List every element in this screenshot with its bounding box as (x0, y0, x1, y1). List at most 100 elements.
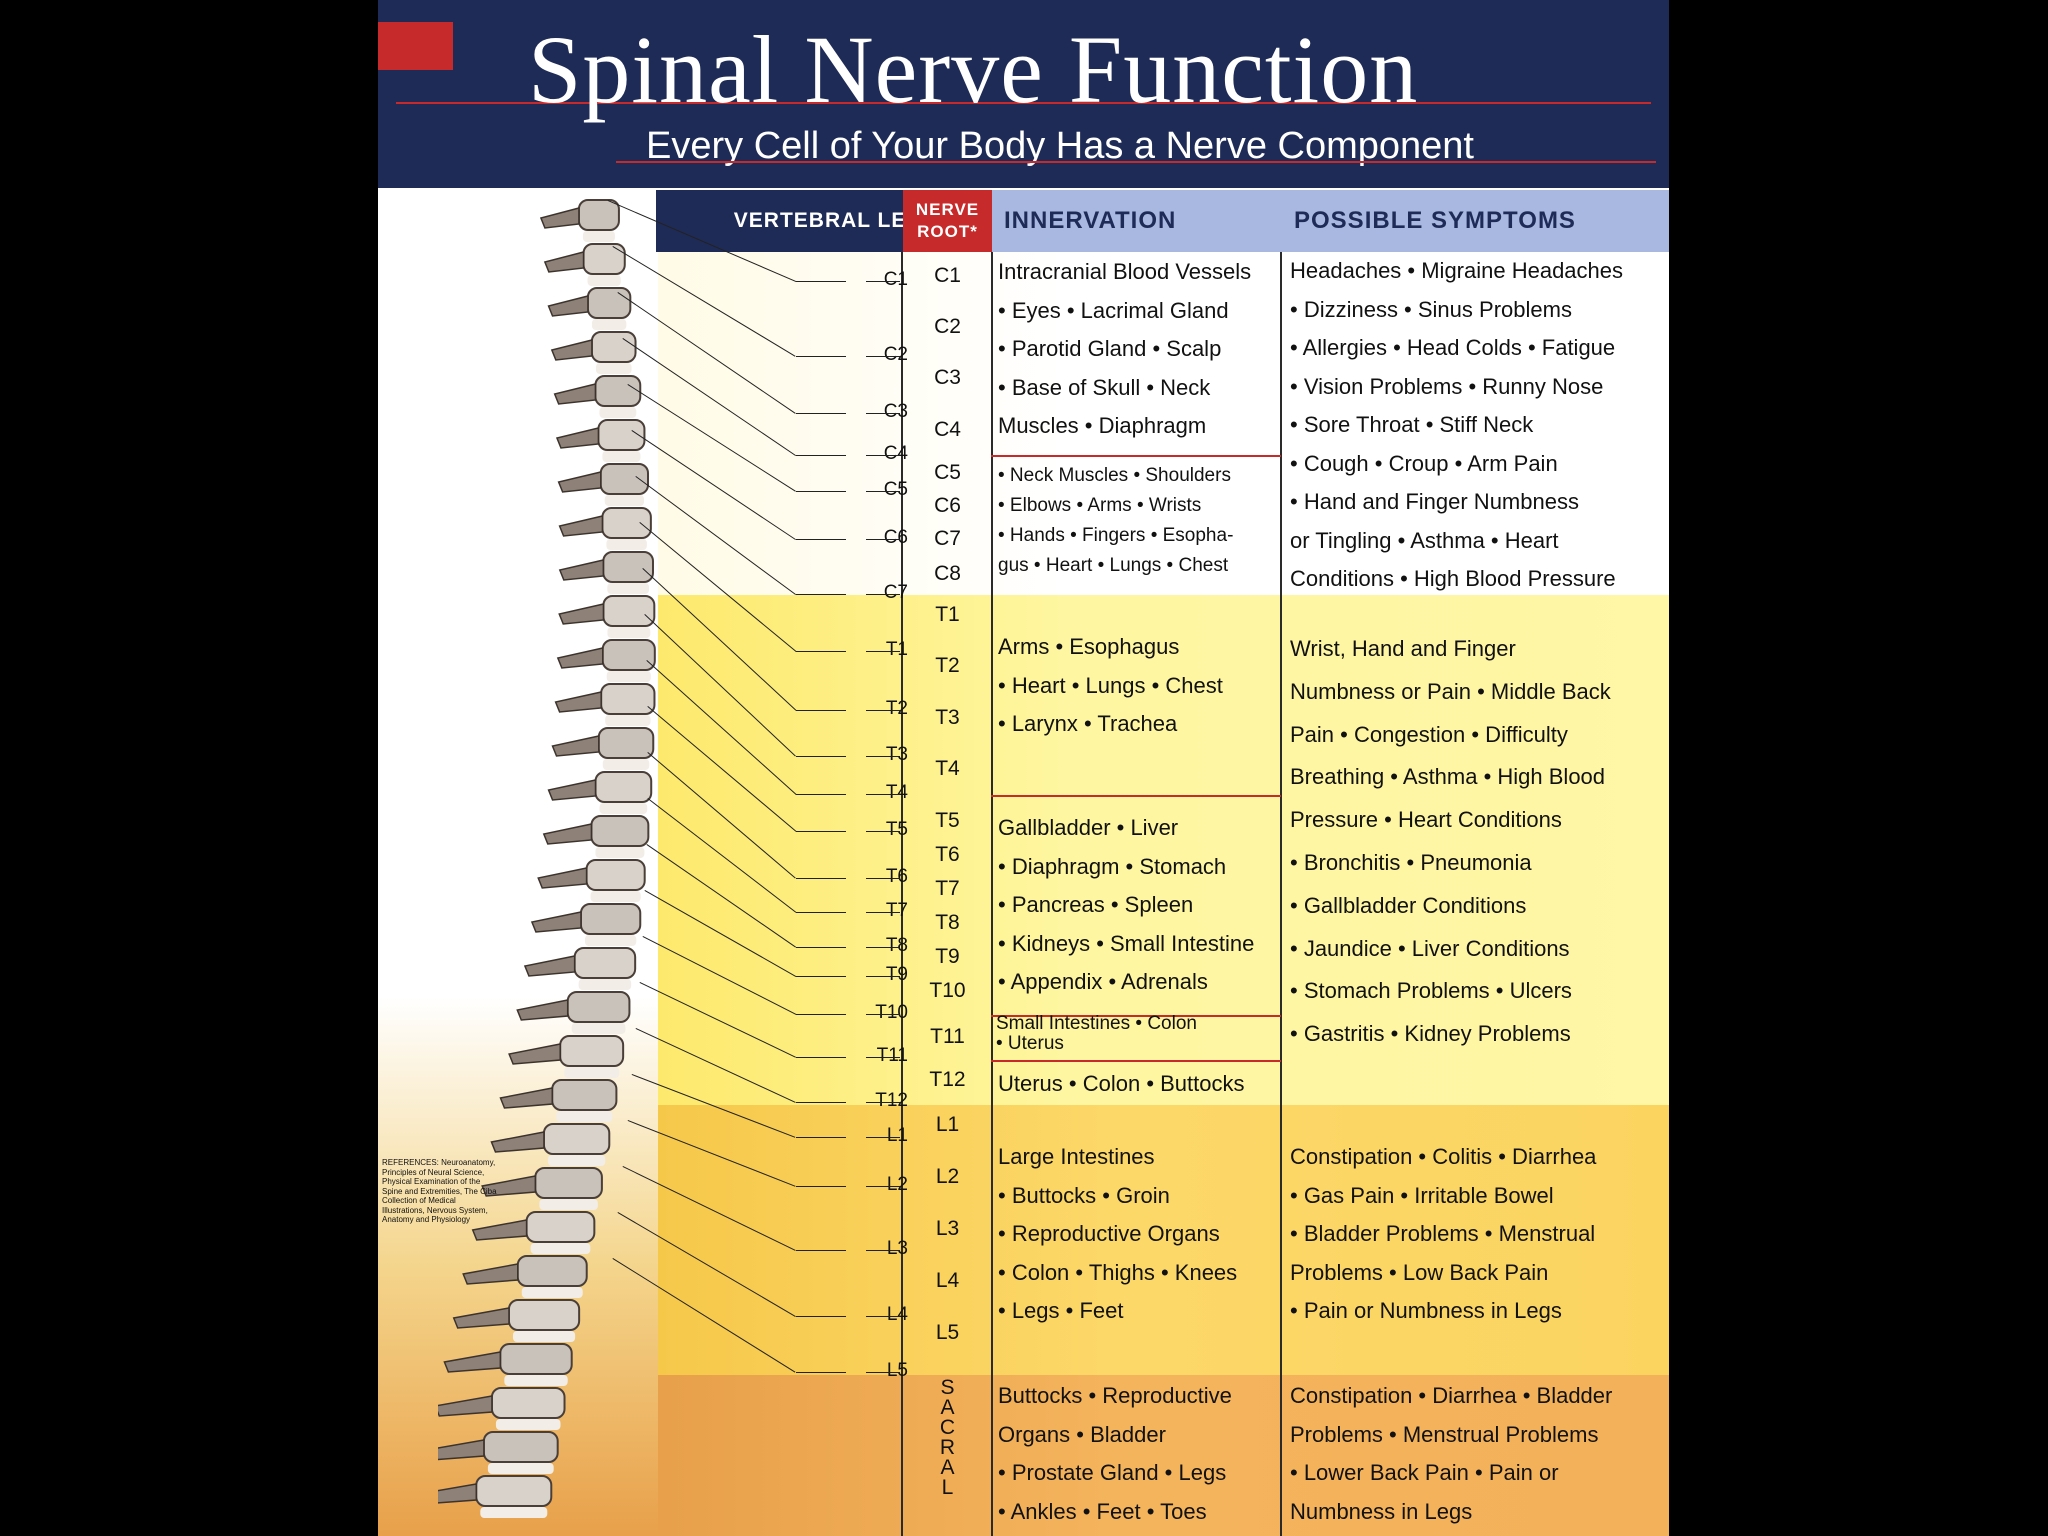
symptom-line: • Jaundice • Liver Conditions (1290, 935, 1570, 961)
leader-line (796, 710, 846, 711)
vertebral-level-label: T6 (885, 866, 908, 887)
intervertebral-disc (606, 539, 647, 550)
intervertebral-disc (590, 891, 641, 902)
leader-tick (866, 356, 900, 357)
spinous-process (523, 955, 576, 977)
intervertebral-disc (504, 1375, 568, 1386)
spinous-process (462, 1263, 519, 1285)
leader-line (796, 594, 846, 595)
vertebral-level-label: T2 (885, 698, 908, 719)
leader-line (796, 1014, 846, 1015)
leader-line (796, 1250, 846, 1251)
innervation-line: Intracranial Blood Vessels (998, 259, 1252, 284)
sacral-letter: A (940, 1456, 955, 1479)
spinous-process (537, 867, 588, 889)
innervation-line: • Neck Muscles • Shoulders (998, 465, 1231, 486)
vertebral-level-label: T9 (885, 964, 908, 985)
vertebra (594, 771, 653, 803)
symptom-line: Conditions • High Blood Pressure (1290, 566, 1616, 591)
innervation-line: • Legs • Feet (998, 1298, 1124, 1323)
intervertebral-disc (487, 1463, 554, 1474)
nerve-root-label: L2 (935, 1165, 960, 1188)
leader-tick (866, 651, 900, 652)
intervertebral-disc (547, 1155, 606, 1166)
spinous-process (550, 339, 593, 361)
leader-line (796, 281, 846, 282)
subtitle-rule (616, 161, 1656, 163)
vertebral-level-label: T3 (885, 744, 908, 765)
symptom-line: • Cough • Croup • Arm Pain (1290, 450, 1558, 476)
leader-line (796, 976, 846, 977)
vertebral-level-label: C4 (883, 443, 908, 464)
spinous-process (539, 207, 580, 229)
intervertebral-disc (591, 319, 627, 330)
spinous-process (438, 1439, 485, 1461)
leader-line (796, 794, 846, 795)
vertebral-level-label: C1 (883, 269, 908, 290)
innervation-lumbar: Large Intestines • Buttocks • Groin • Re… (998, 1138, 1237, 1331)
nerve-root-label: T3 (935, 706, 960, 729)
innervation-line: • Kidneys • Small Intestine (998, 930, 1255, 956)
intervertebral-disc (521, 1287, 583, 1298)
innervation-line: Uterus • Colon • Buttocks (998, 1071, 1245, 1096)
spinous-process (499, 1087, 554, 1109)
symptom-line: • Gas Pain • Irritable Bowel (1290, 1182, 1554, 1208)
leader-tick (866, 1057, 900, 1058)
spinous-process (542, 823, 593, 845)
vertebra (602, 551, 654, 583)
innervation-line: • Heart • Lungs • Chest (998, 672, 1223, 698)
intervertebral-disc (599, 407, 637, 418)
leader-line (796, 491, 846, 492)
symptom-line: Constipation • Colitis • Diarrhea (1290, 1144, 1597, 1169)
innervation-line: Gallbladder • Liver (998, 815, 1179, 840)
innervation-line: Muscles • Diaphragm (998, 413, 1207, 438)
leader-tick (866, 1186, 900, 1187)
innervation-line: gus • Heart • Lungs • Chest (998, 555, 1229, 576)
leader-tick (866, 1316, 900, 1317)
nerve-root-label: C1 (934, 264, 961, 287)
spine-illustration (438, 199, 656, 1518)
vertebra (525, 1211, 596, 1243)
spinous-process (481, 1175, 537, 1197)
spinous-process (490, 1131, 545, 1153)
leader-tick (866, 947, 900, 948)
innervation-line: Buttocks • Reproductive (998, 1383, 1232, 1408)
innervation-line: • Buttocks • Groin (998, 1182, 1170, 1208)
vertebral-level-label: T4 (885, 782, 908, 803)
innervation-line: • Diaphragm • Stomach (998, 853, 1227, 879)
spinous-process (558, 559, 605, 581)
symptoms-thoracic: Wrist, Hand and Finger Numbness or Pain … (1290, 628, 1611, 1056)
spinous-process (558, 603, 605, 625)
nerve-root-label: T9 (935, 945, 960, 968)
intervertebral-disc (602, 759, 650, 770)
symptom-line: • Hand and Finger Numbness (1290, 489, 1579, 514)
symptom-line: or Tingling • Asthma • Heart (1290, 527, 1559, 553)
symptom-line: • Bronchitis • Pneumonia (1290, 849, 1532, 875)
innervation-c-lower: • Neck Muscles • Shoulders • Elbows • Ar… (998, 461, 1233, 581)
spinous-process (557, 471, 602, 493)
spinous-process (553, 383, 597, 405)
symptom-line: Pain • Congestion • Difficulty (1290, 721, 1568, 747)
spinous-process (543, 251, 585, 273)
nerve-root-label: L1 (935, 1113, 960, 1136)
vertebral-level-label: C7 (883, 582, 908, 603)
spinous-process (438, 1483, 478, 1504)
leader-tick (866, 455, 900, 456)
intervertebral-disc (584, 935, 637, 946)
innervation-c-upper: Intracranial Blood Vessels • Eyes • Lacr… (998, 253, 1251, 446)
nerve-root-label: C7 (934, 527, 961, 550)
intervertebral-disc (571, 1023, 626, 1034)
innervation-line: • Pancreas • Spleen (998, 892, 1194, 917)
symptom-line: • Lower Back Pain • Pain or (1290, 1460, 1559, 1485)
nerve-root-label: T11 (930, 1025, 965, 1048)
sacral-letter: R (939, 1436, 956, 1459)
column-header-innervation: INNERVATION (992, 190, 1282, 252)
header: Spinal Nerve Function Every Cell of Your… (378, 0, 1669, 188)
innervation-line: • Elbows • Arms • Wrists (998, 495, 1202, 516)
poster: Spinal Nerve Function Every Cell of Your… (378, 0, 1669, 1536)
symptom-line: • Sore Throat • Stiff Neck (1290, 412, 1534, 437)
intervertebral-disc (595, 847, 645, 858)
nerve-root-label: T6 (935, 843, 960, 866)
leader-line (796, 1316, 846, 1317)
vertebra (579, 903, 642, 935)
